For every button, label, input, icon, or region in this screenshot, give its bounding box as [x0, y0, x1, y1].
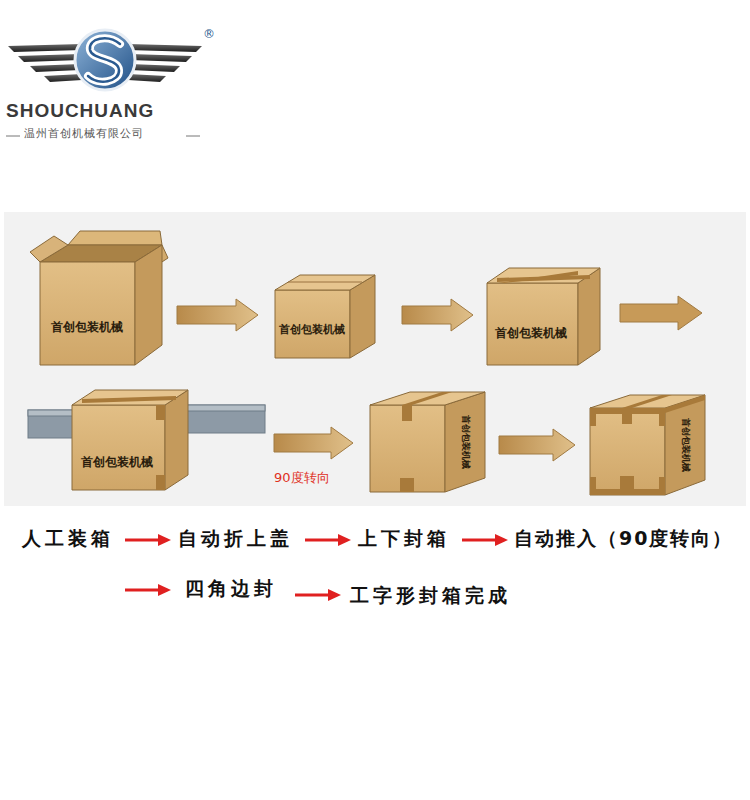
taped-carton: [72, 390, 188, 405]
logo-mark: [6, 136, 20, 137]
brand-name: SHOUCHUANG: [6, 100, 154, 122]
turned-carton: [445, 392, 485, 492]
taped-carton: [578, 268, 600, 365]
continuation-arrow: [620, 296, 702, 330]
taped-carton: [487, 283, 578, 365]
box-print: 首创包装机械: [495, 327, 567, 340]
open-carton: [40, 262, 135, 365]
carton-box: 首创包装机械: [485, 263, 602, 367]
h-sealed-carton: [659, 477, 665, 489]
conveyor: [28, 410, 75, 438]
h-sealed-carton: [665, 395, 705, 413]
h-sealed-carton: [590, 395, 705, 495]
carton-box: 首创包装机械: [36, 230, 164, 370]
logo-mark: [18, 54, 80, 62]
flow-arrow: [177, 299, 258, 331]
step-text: 上下封箱: [358, 528, 450, 550]
flow-arrow: [295, 594, 330, 597]
flow-arrow: [305, 539, 340, 542]
carton-box: 首创包装机械: [368, 390, 487, 494]
h-sealed-carton: [590, 414, 596, 426]
open-carton: [30, 236, 68, 262]
flow-arrow: [328, 589, 341, 601]
flow-arrow: [495, 534, 508, 546]
taped-carton: [156, 475, 165, 490]
logo-mark: [88, 38, 120, 81]
flow-arrow: [274, 427, 353, 459]
turned-carton: [370, 405, 445, 492]
flow-arrow: [499, 429, 575, 461]
taped-carton: [72, 390, 188, 490]
registered-mark: ®: [203, 28, 215, 42]
turned-carton: [400, 478, 414, 492]
open-carton: [30, 231, 168, 365]
logo-mark: [44, 74, 82, 82]
h-sealed-carton: [659, 414, 665, 426]
logo-mark: [88, 38, 120, 81]
logo-mark: [130, 54, 192, 62]
step-text: 自动折上盖: [178, 528, 293, 550]
closed-carton: [275, 275, 375, 290]
box-print: 首创包装机械: [680, 418, 690, 472]
closed-carton: [288, 282, 362, 283]
taped-carton: [165, 390, 188, 490]
step-text: 人工装箱: [22, 528, 114, 550]
flow-arrow: [402, 299, 473, 331]
turned-carton: [370, 392, 485, 405]
open-carton: [68, 231, 162, 245]
conveyor: [185, 405, 265, 433]
taped-carton: [82, 396, 176, 403]
taped-carton: [487, 268, 600, 283]
h-sealed-carton: [590, 408, 665, 495]
box-print: 首创包装机械: [51, 321, 123, 334]
step-text: 工字形封箱完成: [350, 585, 511, 607]
carton-box: 首创包装机械: [70, 388, 190, 492]
step-text: 自动推入（90度转向）: [514, 528, 733, 550]
turned-carton: [370, 392, 485, 492]
taped-carton: [156, 405, 165, 420]
logo-mark: [30, 64, 80, 72]
open-carton: [135, 245, 162, 365]
flow-arrow: [158, 584, 171, 596]
carton-box: 首创包装机械: [588, 393, 707, 497]
closed-carton: [275, 290, 350, 358]
closed-carton: [275, 275, 375, 358]
panel: [4, 212, 746, 506]
turned-carton: [402, 392, 452, 405]
box-print: 首创包装机械: [279, 324, 345, 336]
box-print: 首创包装机械: [460, 415, 470, 469]
flow-arrow: [338, 534, 351, 546]
company-name: 温州首创机械有限公司: [24, 128, 144, 141]
conveyor: [28, 410, 75, 416]
flow-arrow: [125, 539, 160, 542]
step-text: 四角边封: [185, 578, 277, 600]
taped-carton: [497, 275, 590, 282]
conveyor: [185, 405, 265, 411]
continuation-arrow: [620, 296, 702, 330]
h-sealed-carton: [665, 395, 705, 495]
h-sealed-carton: [590, 489, 665, 495]
logo-mark: [128, 74, 166, 82]
carton-box: 首创包装机械: [273, 270, 377, 362]
h-sealed-carton: [590, 408, 665, 414]
flow-arrow: [125, 589, 160, 592]
edge-label: 90度转向: [274, 471, 330, 486]
logo-mark: [130, 64, 180, 72]
taped-carton: [487, 268, 600, 365]
h-sealed-carton: [622, 395, 672, 408]
logo-mark: [128, 44, 202, 52]
h-sealed-carton: [620, 476, 634, 489]
h-sealed-carton: [590, 477, 596, 489]
logo-mark: [75, 30, 135, 90]
turned-carton: [402, 405, 412, 421]
box-print: 首创包装机械: [81, 456, 153, 469]
flow-arrow: [158, 534, 171, 546]
logo-mark: [186, 136, 200, 137]
logo-mark: [6, 30, 202, 136]
taped-carton: [72, 405, 165, 490]
logo-mark: [8, 44, 82, 52]
flow-arrow: [462, 539, 497, 542]
